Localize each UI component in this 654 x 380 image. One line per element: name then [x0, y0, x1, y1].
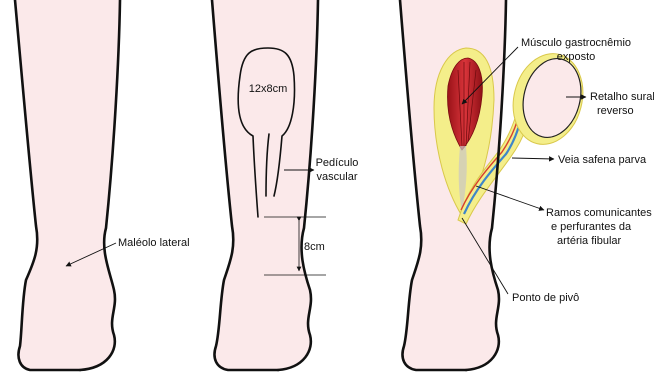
flap-size-label: 12x8cm: [249, 83, 288, 95]
vein-label: Veia safena parva: [558, 154, 647, 166]
branches-label-line-3: artéria fibular: [557, 235, 622, 247]
distance-label: 8cm: [304, 241, 325, 253]
muscle-label-line-1: Músculo gastrocnêmio: [521, 37, 631, 49]
panel-right: Músculo gastrocnêmio exposto Retalho sur…: [400, 0, 654, 370]
vein-arrow: [512, 158, 554, 159]
flap-label-line-1: Retalho sural: [590, 91, 654, 103]
panel-left: Maléolo lateral: [15, 0, 190, 370]
flap-label-line-2: reverso: [597, 105, 634, 117]
panel-middle: 12x8cm Pedículo vascular 8cm: [212, 0, 358, 370]
branches-label-line-2: e perfurantes da: [551, 221, 632, 233]
pedicle-label-line-2: vascular: [317, 171, 358, 183]
pivot-label: Ponto de pivô: [512, 292, 579, 304]
malleolus-label: Maléolo lateral: [118, 237, 190, 249]
muscle-label-line-2: exposto: [557, 51, 596, 63]
pedicle-label-line-1: Pedículo: [316, 157, 359, 169]
branches-label-line-1: Ramos comunicantes: [546, 207, 652, 219]
